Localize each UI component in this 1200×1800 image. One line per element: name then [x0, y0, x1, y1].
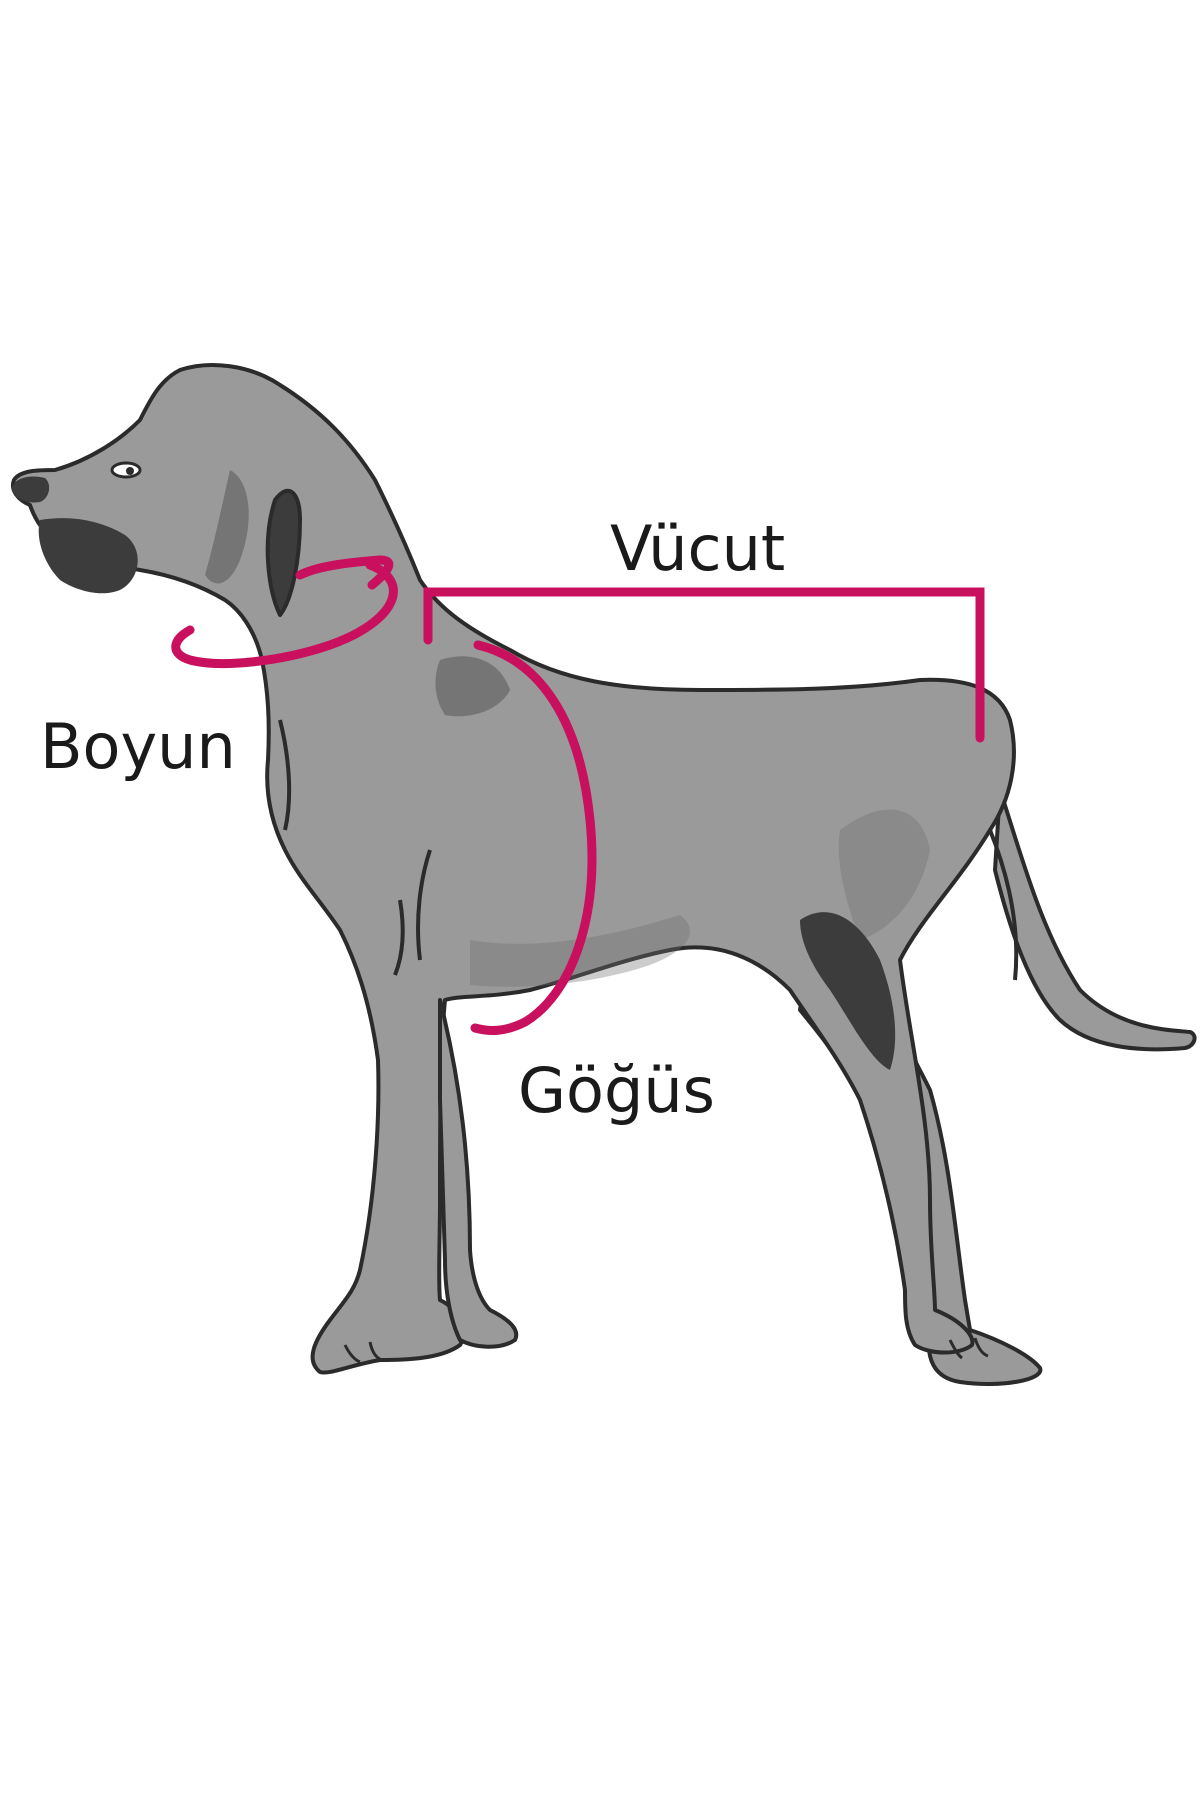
dog-ear	[265, 488, 302, 617]
shoulder-shade	[435, 656, 510, 717]
back-paw-toes	[948, 1337, 989, 1360]
ear-fold	[205, 470, 249, 584]
neck-measure-ring	[171, 560, 398, 668]
chest-measure-arc	[470, 640, 597, 1035]
dog-eye-pupil	[126, 467, 134, 475]
chest-label: Göğüs	[518, 1054, 715, 1127]
chest-crease	[416, 849, 432, 961]
dog-tail	[993, 788, 1197, 1052]
neck-label: Boyun	[40, 710, 236, 783]
dog-jowl	[38, 518, 138, 594]
back-thigh-dark	[800, 912, 896, 1070]
hip-shade	[838, 809, 930, 940]
elbow-crease	[393, 899, 405, 976]
measurement-markers	[171, 555, 985, 1035]
dog-body	[11, 363, 1016, 1375]
dog-nose	[12, 476, 50, 503]
measurement-labels: Vücut Boyun Göğüs	[40, 512, 785, 1127]
dog-eye	[110, 461, 142, 479]
front-paw-toes	[343, 1341, 383, 1364]
hind-crease	[988, 829, 1019, 981]
body-measure-bracket	[423, 587, 985, 743]
body-label: Vücut	[610, 512, 785, 585]
dog-illustration	[11, 363, 1197, 1386]
neck-crease	[278, 719, 292, 831]
front-far-leg	[438, 998, 519, 1349]
